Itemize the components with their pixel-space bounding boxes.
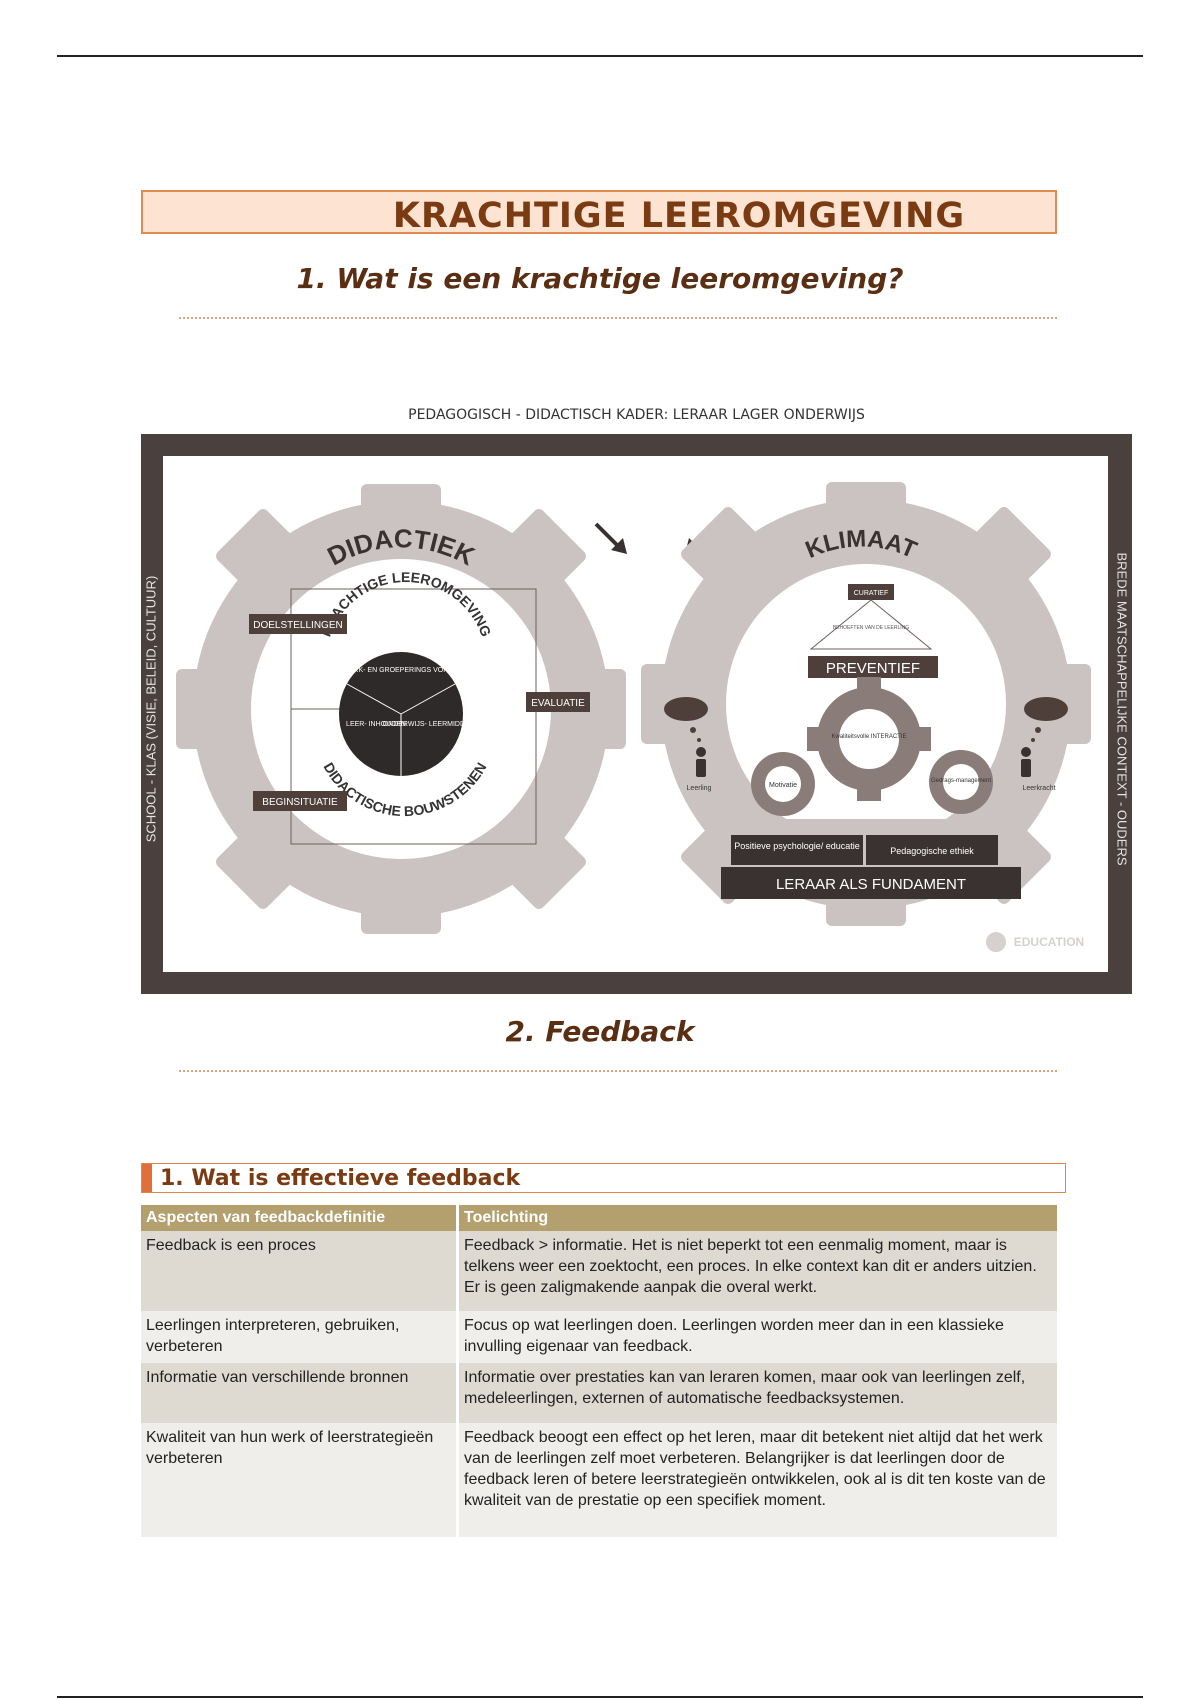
- kwaliteit-label: Kwaliteitsvolle INTERACTIE: [831, 734, 906, 740]
- fundament-box: [721, 867, 1021, 899]
- table-header-row: Aspecten van feedbackdefinitie Toelichti…: [141, 1205, 1057, 1231]
- section1-dotted-rule: [179, 317, 1057, 319]
- preventief-label-box: [808, 656, 938, 678]
- brand-label: EDUCATION: [1014, 935, 1084, 949]
- main-title-box: KRACHTIGE LEEROMGEVING: [141, 190, 1057, 236]
- segment-right-label: ONDERWIJS- LEERMIDDELEN: [383, 721, 484, 728]
- section2-dotted-rule: [179, 1070, 1057, 1072]
- header-rule: [57, 55, 1143, 57]
- leerkracht-thought-icon: [1024, 697, 1068, 721]
- gedrag-label: Gedrags-management: [931, 778, 991, 784]
- doelstellingen-label-box: [249, 614, 347, 634]
- footer-rule: [57, 1696, 1143, 1698]
- preventief-label: PREVENTIEF: [826, 660, 920, 677]
- behoeften-label: BEHOEFTEN VAN DE LEERLING: [833, 625, 909, 631]
- table-row: Informatie van verschillende bronnen Inf…: [141, 1363, 1057, 1423]
- positieve-label: Positieve psychologie/ educatie: [734, 841, 860, 851]
- table-cell-aspect: Feedback is een proces: [141, 1231, 458, 1311]
- beginsituatie-label-box: [253, 791, 347, 811]
- leerling-label: Leerling: [687, 785, 712, 792]
- table-cell-toelichting: Informatie over prestaties kan van lerar…: [456, 1363, 1057, 1423]
- section2-heading: 2. Feedback: [505, 1015, 695, 1048]
- ethiek-label: Pedagogische ethiek: [890, 846, 974, 856]
- leerling-icon: [696, 747, 706, 777]
- table-cell-aspect: Informatie van verschillende bronnen: [141, 1363, 458, 1423]
- evaluatie-label: EVALUATIE: [531, 698, 585, 709]
- left-side-text: SCHOOL - KLAS (VISIE, BELEID, CULTUUR): [143, 576, 158, 843]
- table-cell-aspect: Kwaliteit van hun werk of leerstrategieë…: [141, 1423, 458, 1537]
- table-header-aspect: Aspecten van feedbackdefinitie: [141, 1205, 458, 1231]
- evaluatie-label-box: [526, 692, 590, 712]
- right-side-text: BREDE MAATSCHAPPELIJKE CONTEXT - OUDERS: [1115, 552, 1130, 865]
- positieve-box: [731, 835, 863, 865]
- segment-left-label: LEER- INHOUDEN: [346, 721, 406, 728]
- table-cell-toelichting: Focus op wat leerlingen doen. Leerlingen…: [456, 1311, 1057, 1363]
- table-cell-toelichting: Feedback > informatie. Het is niet beper…: [456, 1231, 1057, 1311]
- figure-caption: PEDAGOGISCH - DIDACTISCH KADER: LERAAR L…: [408, 407, 865, 423]
- main-title: KRACHTIGE LEEROMGEVING: [392, 196, 966, 236]
- table-row: Leerlingen interpreteren, gebruiken, ver…: [141, 1311, 1057, 1363]
- subsection-heading: 1. Wat is effectieve feedback: [160, 1166, 521, 1191]
- table-row: Kwaliteit van hun werk of leerstrategieë…: [141, 1423, 1057, 1537]
- segment-top-label: WERK- EN GROEPERINGS VORMEN: [342, 667, 464, 674]
- table-header-toelichting: Toelichting: [456, 1205, 1057, 1231]
- leerling-thought-icon: [664, 697, 708, 721]
- curatief-label: CURATIEF: [854, 590, 888, 597]
- table-cell-aspect: Leerlingen interpreteren, gebruiken, ver…: [141, 1311, 458, 1363]
- ethiek-box: [866, 835, 998, 865]
- feedback-table: Aspecten van feedbackdefinitie Toelichti…: [141, 1205, 1057, 1537]
- section1-heading: 1. Wat is een krachtige leeromgeving?: [296, 262, 904, 295]
- beginsituatie-label: BEGINSITUATIE: [262, 797, 338, 808]
- table-row: Feedback is een proces Feedback > inform…: [141, 1231, 1057, 1311]
- framework-svg: WERK- EN GROEPERINGS VORMEN LEER- INHOUD…: [141, 434, 1132, 994]
- subsection-box: 1. Wat is effectieve feedback: [141, 1163, 1066, 1193]
- leerkracht-icon: [1021, 747, 1031, 777]
- brand-logo-icon: [986, 932, 1006, 952]
- doelstellingen-label: DOELSTELLINGEN: [253, 620, 342, 631]
- motivatie-label: Motivatie: [769, 782, 797, 789]
- framework-figure: WERK- EN GROEPERINGS VORMEN LEER- INHOUD…: [141, 434, 1132, 994]
- leerkracht-label: Leerkracht: [1022, 785, 1055, 792]
- table-cell-toelichting: Feedback beoogt een effect op het leren,…: [456, 1423, 1057, 1537]
- subsection-accent-bar: [142, 1164, 152, 1192]
- fundament-label: LERAAR ALS FUNDAMENT: [776, 876, 966, 893]
- curatief-label-box: [848, 584, 894, 600]
